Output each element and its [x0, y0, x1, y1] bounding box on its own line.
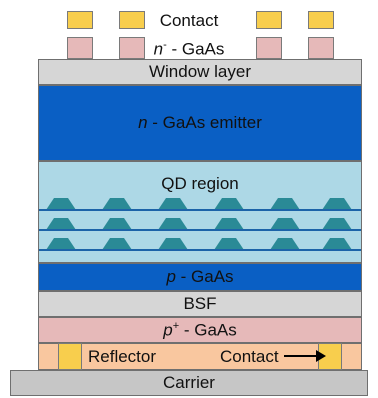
cap-layer-1 [67, 37, 93, 59]
window-layer-label: Window layer [148, 62, 252, 81]
cap-layer-4 [308, 37, 334, 59]
quantum-dot [102, 218, 132, 230]
quantum-dot [270, 218, 300, 230]
quantum-dot [270, 238, 300, 250]
qd-dot-row-2 [46, 218, 352, 230]
quantum-dot [46, 238, 76, 250]
p-gaas-layer: p - GaAs [38, 263, 362, 291]
quantum-dot [46, 198, 76, 210]
quantum-dot [322, 198, 352, 210]
carrier-layer: Carrier [10, 370, 368, 396]
quantum-dot [102, 198, 132, 210]
contact-arrow [284, 350, 326, 362]
p-plus-gaas-label: p+ - GaAs [163, 319, 237, 340]
quantum-dot [102, 238, 132, 250]
cap-layer-3 [256, 37, 282, 59]
top-contact-label: Contact [159, 11, 219, 30]
p-plus-gaas-layer: p+ - GaAs [38, 317, 362, 343]
reflector-label: Reflector [88, 347, 157, 366]
cap-layer-label: n- - GaAs [153, 39, 225, 59]
qd-dot-row-1 [46, 198, 352, 210]
emitter-layer: n - GaAs emitter [38, 85, 362, 161]
top-contact-1 [67, 11, 93, 29]
emitter-layer-label: n - GaAs emitter [138, 113, 262, 132]
top-contact-2 [119, 11, 145, 29]
quantum-dot [270, 198, 300, 210]
bsf-label: BSF [183, 294, 217, 313]
p-gaas-label: p - GaAs [166, 267, 234, 286]
quantum-dot [158, 198, 188, 210]
qd-region: QD region [38, 161, 362, 263]
quantum-dot [214, 198, 244, 210]
carrier-label: Carrier [163, 373, 215, 392]
bsf-layer: BSF [38, 291, 362, 317]
quantum-dot [214, 238, 244, 250]
quantum-dot [214, 218, 244, 230]
qd-region-label: QD region [161, 174, 239, 193]
window-layer: Window layer [38, 59, 362, 85]
top-contact-3 [256, 11, 282, 29]
quantum-dot [46, 218, 76, 230]
quantum-dot [158, 238, 188, 250]
quantum-dot [158, 218, 188, 230]
quantum-dot [322, 218, 352, 230]
qd-dot-row-3 [46, 238, 352, 250]
reflector-contact-left [58, 343, 82, 370]
reflector-contact-label: Contact [220, 347, 279, 366]
quantum-dot [322, 238, 352, 250]
top-contact-4 [308, 11, 334, 29]
cap-layer-2 [119, 37, 145, 59]
